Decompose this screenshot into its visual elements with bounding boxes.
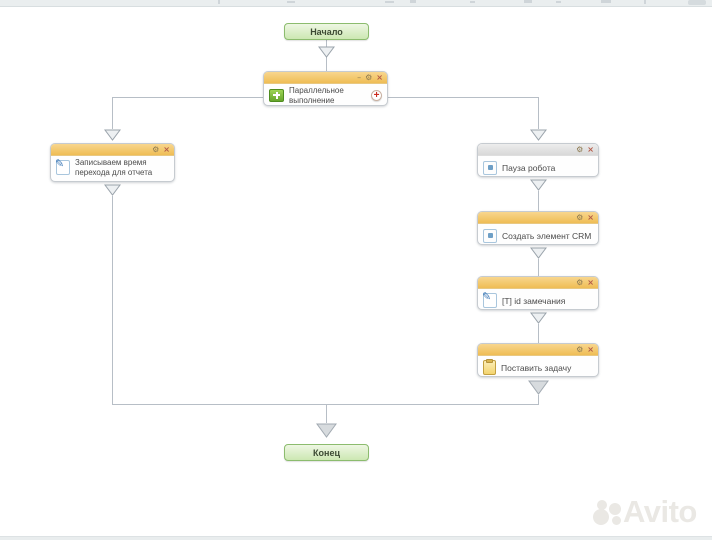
connector-line bbox=[326, 40, 327, 47]
window-bottom-edge bbox=[0, 536, 712, 540]
avito-logo-dot bbox=[609, 503, 621, 515]
block-title: Поставить задачу bbox=[501, 362, 572, 373]
edit-document-icon: ✎ bbox=[55, 157, 70, 175]
close-icon[interactable]: × bbox=[376, 72, 383, 82]
edit-document-icon: ✎ bbox=[482, 290, 497, 308]
arrow-down-icon bbox=[530, 312, 547, 324]
connector-line bbox=[538, 395, 539, 405]
avito-logo-dot bbox=[612, 516, 621, 525]
close-icon[interactable]: × bbox=[587, 144, 594, 154]
toolbar-icon-fragment bbox=[556, 1, 561, 3]
toolbar-icon-fragment bbox=[218, 0, 220, 4]
task-clipboard-icon bbox=[483, 359, 496, 375]
block-title: Пауза робота bbox=[502, 162, 556, 173]
close-icon[interactable]: × bbox=[587, 277, 594, 287]
toolbar-strip bbox=[0, 0, 712, 7]
arrow-down-icon bbox=[528, 380, 549, 395]
block-title: Записываем время перехода для отчета bbox=[75, 158, 152, 177]
parallel-activity-icon bbox=[269, 89, 284, 102]
toolbar-icon-fragment bbox=[470, 1, 475, 3]
arrow-down-icon bbox=[530, 129, 547, 141]
settings-gear-icon[interactable]: ⚙ bbox=[576, 144, 584, 154]
crm-item-icon bbox=[483, 228, 497, 243]
start-terminal: Начало bbox=[284, 23, 369, 40]
connector-line bbox=[112, 196, 113, 405]
toolbar-icon-fragment bbox=[410, 0, 416, 3]
block-header: – ⚙ × bbox=[264, 72, 387, 84]
connector-line bbox=[112, 97, 113, 129]
block-body: Поставить задачу bbox=[478, 356, 598, 379]
connector-line bbox=[538, 97, 539, 129]
pencil-glyph: ✎ bbox=[482, 290, 492, 303]
arrow-down-icon bbox=[318, 46, 335, 58]
toolbar-icon-fragment bbox=[524, 0, 532, 3]
toolbar-icon-fragment bbox=[287, 1, 295, 3]
toolbar-icon-fragment bbox=[601, 0, 611, 3]
avito-logo-dot bbox=[593, 509, 609, 525]
activity-block-parallel[interactable]: – ⚙ × Параллельное выполнение + bbox=[263, 71, 388, 106]
activity-block-record-time[interactable]: ⚙ × ✎ Записываем время перехода для отче… bbox=[50, 143, 175, 182]
block-header: ⚙ × bbox=[478, 277, 598, 289]
block-title: [T] id замечания bbox=[502, 295, 566, 306]
end-label: Конец bbox=[313, 447, 340, 458]
activity-block-remark-id[interactable]: ⚙ × ✎ [T] id замечания bbox=[477, 276, 599, 310]
close-icon[interactable]: × bbox=[587, 344, 594, 354]
connector-line bbox=[112, 404, 539, 405]
connector-line bbox=[538, 324, 539, 343]
connector-line bbox=[112, 97, 263, 98]
settings-gear-icon[interactable]: ⚙ bbox=[576, 344, 584, 354]
block-body: ✎ Записываем время перехода для отчета bbox=[51, 156, 174, 179]
avito-logo-dot bbox=[597, 500, 607, 510]
block-body: Параллельное выполнение + bbox=[264, 84, 387, 107]
settings-gear-icon[interactable]: ⚙ bbox=[152, 144, 160, 154]
block-title-line2: перехода для отчета bbox=[75, 167, 153, 177]
block-header: ⚙ × bbox=[478, 344, 598, 356]
toolbar-icon-fragment bbox=[644, 0, 646, 4]
arrow-down-icon bbox=[530, 179, 547, 191]
activity-block-create-crm[interactable]: ⚙ × Создать элемент CRM bbox=[477, 211, 599, 245]
start-label: Начало bbox=[310, 26, 343, 37]
arrow-down-icon bbox=[316, 423, 337, 438]
block-header: ⚙ × bbox=[478, 144, 598, 156]
arrow-down-icon bbox=[104, 184, 121, 196]
block-title-line1: Параллельное bbox=[289, 86, 344, 95]
block-body: Пауза робота bbox=[478, 156, 598, 179]
pause-icon bbox=[483, 160, 497, 175]
toolbar-icon-fragment bbox=[688, 0, 706, 5]
minimize-icon[interactable]: – bbox=[357, 72, 362, 82]
end-terminal: Конец bbox=[284, 444, 369, 461]
connector-line bbox=[538, 191, 539, 211]
block-body: Создать элемент CRM bbox=[478, 224, 598, 247]
connector-line bbox=[388, 97, 538, 98]
close-icon[interactable]: × bbox=[163, 144, 170, 154]
connector-line bbox=[326, 404, 327, 423]
block-title: Создать элемент CRM bbox=[502, 230, 592, 241]
close-icon[interactable]: × bbox=[587, 212, 594, 222]
block-title-line1: Записываем время bbox=[75, 158, 147, 167]
activity-block-pause[interactable]: ⚙ × Пауза робота bbox=[477, 143, 599, 177]
block-body: ✎ [T] id замечания bbox=[478, 289, 598, 312]
settings-gear-icon[interactable]: ⚙ bbox=[576, 277, 584, 287]
settings-gear-icon[interactable]: ⚙ bbox=[576, 212, 584, 222]
connector-line bbox=[326, 57, 327, 71]
pencil-glyph: ✎ bbox=[55, 157, 65, 170]
block-header: ⚙ × bbox=[51, 144, 174, 156]
arrow-down-icon bbox=[530, 247, 547, 259]
toolbar-icon-fragment bbox=[385, 1, 394, 3]
block-title: Параллельное выполнение bbox=[289, 86, 344, 105]
avito-watermark: Avito bbox=[623, 494, 697, 529]
add-activity-button[interactable]: + bbox=[371, 90, 382, 101]
activity-block-create-task[interactable]: ⚙ × Поставить задачу bbox=[477, 343, 599, 377]
connector-line bbox=[538, 259, 539, 276]
settings-gear-icon[interactable]: ⚙ bbox=[365, 72, 373, 82]
block-title-line2: выполнение bbox=[289, 95, 335, 105]
block-header: ⚙ × bbox=[478, 212, 598, 224]
arrow-down-icon bbox=[104, 129, 121, 141]
